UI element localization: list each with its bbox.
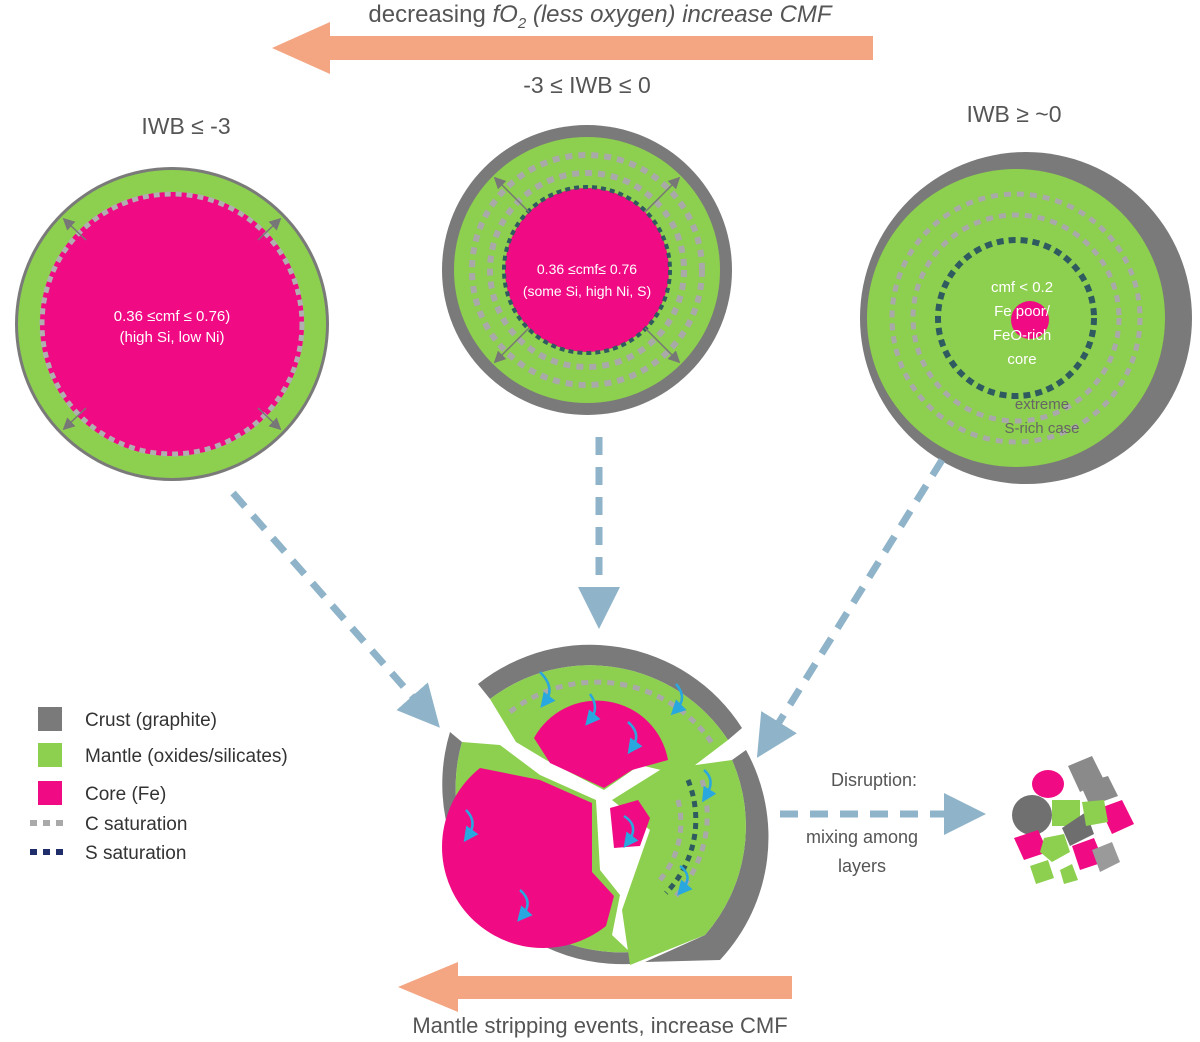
left-planet-core [40, 192, 304, 456]
disrupted-core-left [442, 768, 614, 948]
middle-planet: 0.36 ≤cmf≤ 0.76 (some Si, high Ni, S) [442, 125, 732, 415]
swirl-icon [585, 693, 601, 726]
disrupted-c-saturation-top [508, 679, 717, 748]
right-planet-title: IWB ≥ ~0 [966, 101, 1061, 127]
evolution-arrows [230, 437, 986, 835]
legend-mantle-label: Mantle (oxides/silicates) [85, 746, 288, 767]
mantle-stripping-arrow [398, 962, 792, 1012]
debris-mantle [1082, 800, 1108, 826]
swirl-icon [677, 864, 693, 896]
debris-core [1100, 800, 1134, 834]
debris-crust [1092, 842, 1120, 872]
mixing-swirls [463, 671, 717, 922]
legend-s-saturation-label: S saturation [85, 843, 186, 864]
left-planet-title: IWB ≤ -3 [141, 113, 230, 139]
right-planet-c-saturation-inner [910, 212, 1122, 424]
right-planet-s-saturation [935, 237, 1097, 399]
middle-planet-expansion-arrows [493, 176, 681, 364]
debris-mantle [1052, 800, 1080, 826]
swirl-icon [627, 721, 643, 755]
right-planet-core-desc-3: core [1007, 351, 1036, 368]
right-to-center-arrow [756, 458, 945, 758]
right-planet-core-desc-2: FeO-rich [993, 327, 1051, 344]
right-planet-note-1: extreme [1015, 396, 1069, 413]
middle-planet-c-saturation-inner [487, 170, 687, 370]
left-planet-cmf-range: 0.36 ≤cmf ≤ 0.76) [114, 308, 231, 325]
legend-core-label: Core (Fe) [85, 784, 166, 805]
middle-planet-composition: (some Si, high Ni, S) [523, 283, 651, 299]
swirl-icon [539, 671, 556, 708]
legend-c-saturation-label: C saturation [85, 814, 187, 835]
left-to-center-arrow [230, 490, 440, 728]
debris-mantle [1060, 864, 1078, 884]
disrupted-crust-top [478, 644, 742, 740]
debris-mantle [1030, 860, 1054, 884]
disrupted-s-saturation [664, 779, 699, 895]
swirl-icon [623, 814, 639, 849]
swirl-icon [670, 683, 687, 716]
legend-crust-label: Crust (graphite) [85, 710, 217, 731]
disruption-desc-2: layers [838, 856, 886, 876]
disrupted-core-top [534, 700, 668, 788]
middle-planet-s-saturation [502, 185, 672, 355]
mantle-swatch [38, 743, 62, 767]
swirl-icon [702, 769, 717, 803]
debris-crust [1080, 776, 1118, 806]
debris-core [1014, 830, 1048, 860]
swirl-icon [463, 809, 479, 843]
left-planet-composition: (high Si, low Ni) [119, 329, 224, 346]
right-planet: cmf < 0.2 Fe poor/ FeO-rich core extreme… [860, 152, 1192, 484]
right-planet-core-desc-1: Fe poor/ [994, 303, 1051, 320]
disrupted-core-center [610, 800, 650, 848]
debris-core [1032, 770, 1064, 798]
debris-mantle [1040, 834, 1070, 862]
middle-planet-core [505, 188, 669, 352]
disrupted-crust-right [645, 750, 769, 962]
left-planet-c-saturation [39, 191, 305, 457]
swirl-icon [517, 889, 533, 922]
disruption-label: Disruption: [831, 770, 917, 790]
middle-planet-c-saturation-outer [469, 152, 705, 388]
core-swatch [38, 781, 62, 805]
crust-swatch [38, 707, 62, 731]
legend: Crust (graphite) Mantle (oxides/silicate… [30, 707, 288, 864]
right-planet-c-saturation-outer [889, 191, 1143, 445]
right-planet-cmf: cmf < 0.2 [991, 279, 1053, 296]
left-planet: 0.36 ≤cmf ≤ 0.76) (high Si, low Ni) [15, 167, 329, 481]
middle-planet-cmf-range: 0.36 ≤cmf≤ 0.76 [537, 261, 637, 277]
disrupted-c-saturation-right-inner [658, 799, 684, 882]
debris-crust [1012, 795, 1052, 835]
disrupted-planet [442, 644, 769, 965]
right-planet-note-2: S-rich case [1004, 420, 1079, 437]
left-planet-expansion-arrows [62, 217, 282, 431]
debris-core [1072, 838, 1104, 870]
middle-planet-title: -3 ≤ IWB ≤ 0 [523, 72, 651, 98]
oxygen-fugacity-label: decreasing fO2 (less oxygen) increase CM… [368, 1, 833, 32]
disruption-desc-1: mixing among [806, 827, 918, 847]
mantle-stripping-label: Mantle stripping events, increase CMF [412, 1013, 787, 1038]
right-planet-core [1011, 301, 1049, 339]
oxygen-fugacity-arrow [272, 22, 873, 74]
debris-cluster [1012, 756, 1134, 884]
